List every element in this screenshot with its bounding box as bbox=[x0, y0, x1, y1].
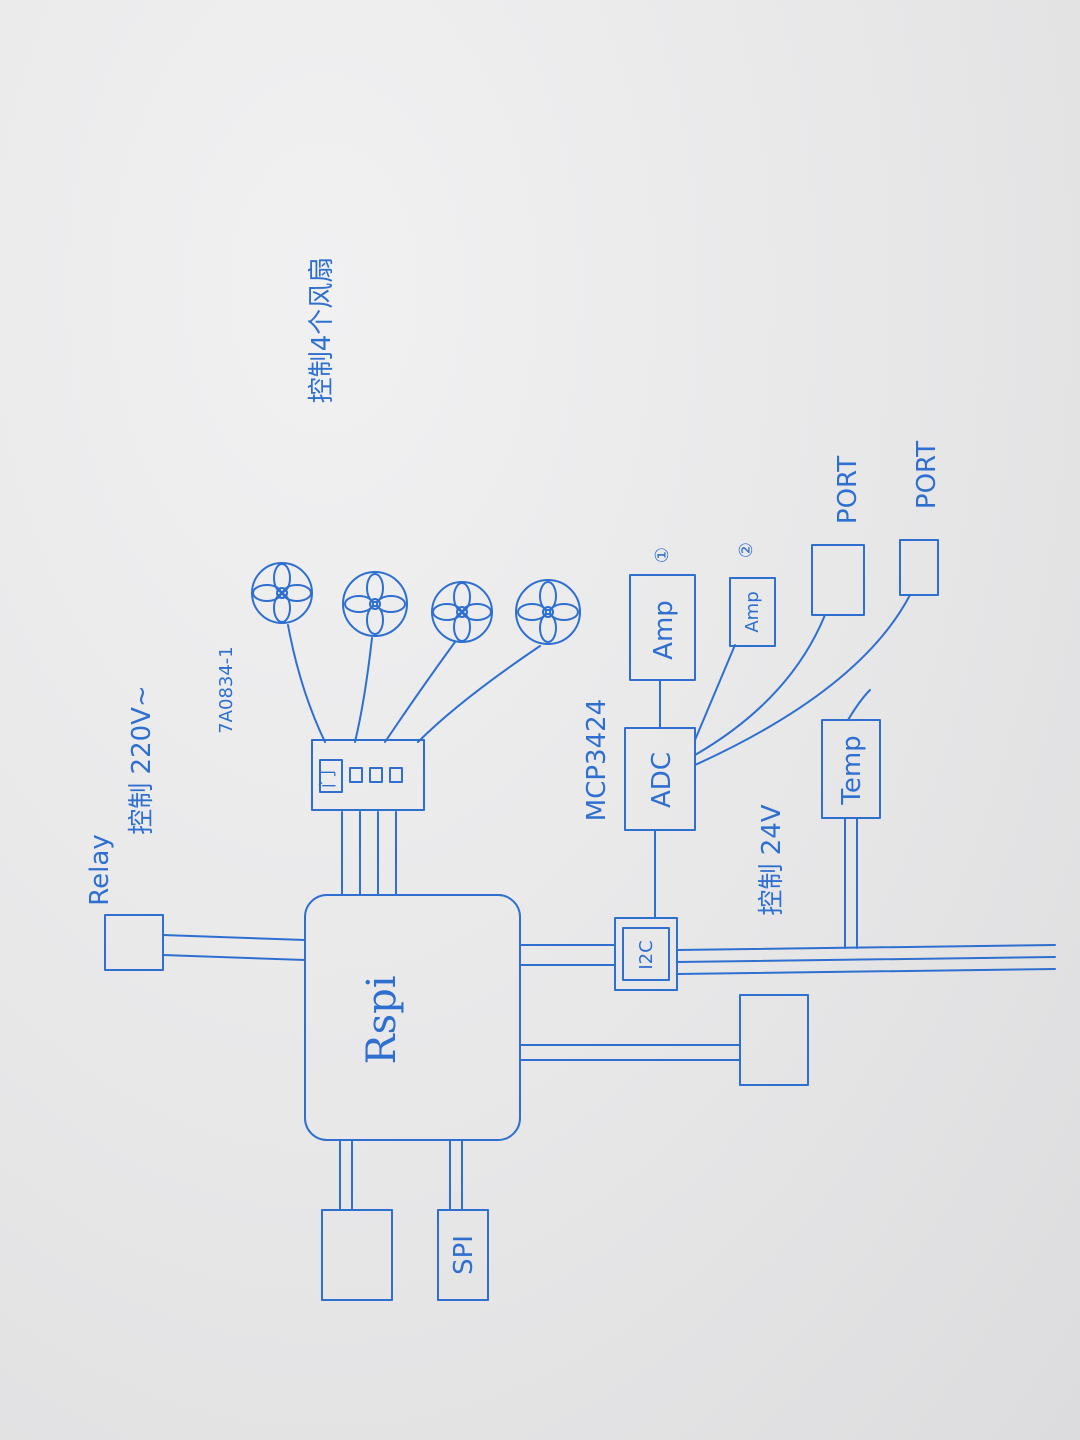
amp2-label: Amp bbox=[742, 591, 763, 632]
rspi-block: Rspi bbox=[304, 894, 521, 1141]
adc-chip-label: MCP3424 bbox=[582, 699, 612, 821]
driver-bus bbox=[341, 811, 397, 896]
fan-wires bbox=[287, 624, 541, 743]
amp2-block: Amp ② bbox=[694, 542, 776, 741]
amp1-label: Amp bbox=[649, 600, 679, 660]
fan-1 bbox=[251, 562, 313, 624]
amp1-index: ① bbox=[652, 547, 673, 563]
port2-block: PORT bbox=[694, 441, 942, 766]
spi-block: SPI bbox=[437, 1139, 489, 1301]
fan-2 bbox=[342, 571, 408, 637]
spi-label: SPI bbox=[449, 1235, 479, 1275]
port2-label: PORT bbox=[912, 441, 942, 509]
fan-3 bbox=[431, 581, 493, 643]
fan-driver-block: 门 7A0834-1 bbox=[216, 646, 425, 811]
temp-label: Temp bbox=[837, 735, 867, 805]
relay-control-label: 控制 220V~ bbox=[127, 685, 157, 834]
adc-label: ADC bbox=[647, 752, 677, 808]
fan-driver-chip-label: 门 bbox=[318, 770, 339, 788]
fan-group-title: 控制4个风扇 bbox=[307, 257, 337, 404]
port1-block: PORT bbox=[694, 456, 865, 756]
fan-4 bbox=[515, 579, 581, 645]
port1-label: PORT bbox=[833, 456, 863, 524]
fan-driver-part-label: 7A0834-1 bbox=[216, 646, 237, 734]
power-block: 控制 24V bbox=[519, 804, 809, 1086]
bottom-left-block bbox=[321, 1139, 393, 1301]
relay-block: Relay 控制 220V~ bbox=[85, 685, 306, 971]
amp2-index: ② bbox=[736, 542, 757, 558]
rspi-label: Rspi bbox=[359, 975, 405, 1064]
relay-name: Relay bbox=[85, 834, 115, 905]
power-label: 控制 24V bbox=[757, 804, 787, 915]
adc-block: ADC MCP3424 bbox=[582, 699, 696, 919]
amp1-block: Amp ① bbox=[629, 547, 696, 729]
i2c-bus: I2C bbox=[519, 917, 1056, 991]
i2c-label: I2C bbox=[636, 940, 657, 969]
temp-block: Temp bbox=[821, 689, 881, 949]
